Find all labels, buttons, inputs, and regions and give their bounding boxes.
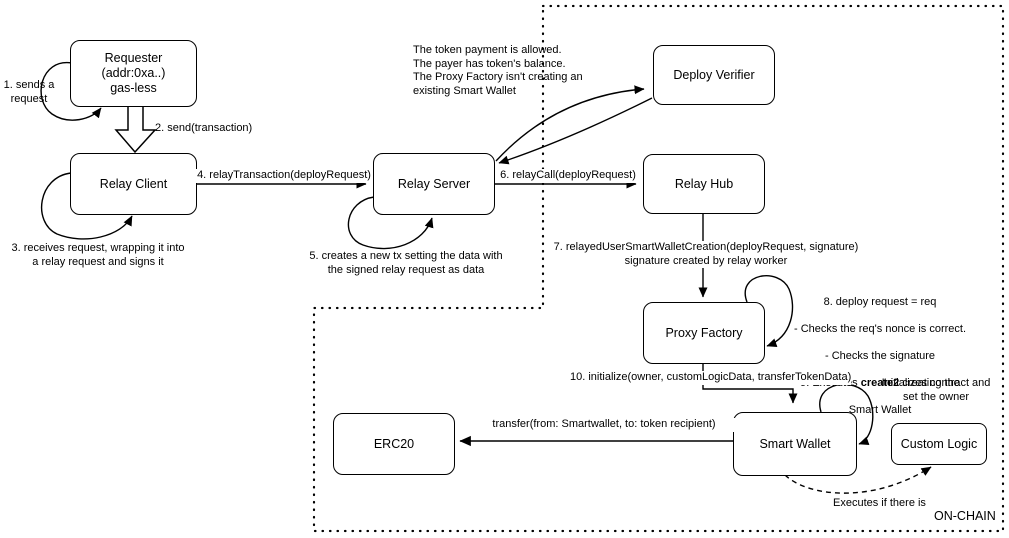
step8-9-note: 8. deploy request = req - Checks the req…: [780, 282, 980, 431]
create2-bold: create2: [860, 376, 900, 389]
relay-client-self-loop-arrow: [41, 172, 133, 240]
step7-label: 7. relayedUserSmartWalletCreation(deploy…: [548, 241, 864, 268]
step8-line1: 8. deploy request = req: [823, 295, 937, 308]
relay-server-node: Relay Server: [373, 153, 495, 215]
relay-hub-node: Relay Hub: [643, 154, 765, 214]
requester-node: Requester (addr:0xa..) gas-less: [70, 40, 197, 107]
deploy-verifier-node: Deploy Verifier: [653, 45, 775, 105]
step5-label: 5. creates a new tx setting the data wit…: [309, 250, 503, 276]
relay-client-label: Relay Client: [99, 176, 168, 191]
init-note-label: Initializes contract and set the owner: [881, 377, 991, 403]
onchain-dotted-border: [312, 4, 1005, 533]
step2-label: 2. send(transaction): [155, 122, 253, 134]
deploy-verifier-label: Deploy Verifier: [673, 67, 755, 82]
step1-label: 1. sends a request: [3, 79, 55, 105]
step10-label: 10. initialize(owner, customLogicData, t…: [570, 371, 852, 385]
custom-logic-node: Custom Logic: [891, 423, 987, 465]
step6-label: 6. relayCall(deployRequest): [497, 169, 639, 183]
smart-wallet-self-loop-arrow: [819, 383, 874, 446]
smart-wallet-label: Smart Wallet: [759, 436, 831, 451]
proxy-factory-self-loop-arrow: [744, 275, 794, 347]
step9-line2: Smart Wallet: [848, 403, 912, 416]
relay-server-self-loop-arrow: [347, 196, 434, 250]
step4-label: 4. relayTransaction(deployRequest): [196, 169, 372, 183]
smart-wallet-node: Smart Wallet: [733, 412, 857, 476]
step8-line2: - Checks the req's nonce is correct.: [793, 322, 967, 335]
step8-line3: - Checks the signature: [824, 349, 936, 362]
proxy-factory-node: Proxy Factory: [643, 302, 765, 364]
requester-self-loop-arrow: [40, 62, 102, 121]
executes-note-label: Executes if there is: [833, 497, 926, 509]
verifier-to-server-arrow: [498, 97, 653, 165]
relay-hub-label: Relay Hub: [674, 176, 734, 191]
relay-server-label: Relay Server: [397, 176, 471, 191]
relay-client-node: Relay Client: [70, 153, 197, 215]
requester-label: Requester (addr:0xa..) gas-less: [101, 51, 166, 95]
erc20-label: ERC20: [373, 436, 415, 451]
onchain-region-label: ON-CHAIN: [934, 509, 996, 523]
erc20-node: ERC20: [333, 413, 455, 475]
step3-label: 3. receives request, wrapping it into a …: [11, 242, 185, 268]
proxy-factory-label: Proxy Factory: [665, 325, 743, 340]
send-transaction-block-arrow: [114, 105, 157, 154]
executes-custom-logic-dashed-arrow: [784, 466, 932, 494]
transfer-label: transfer(from: Smartwallet, to: token re…: [468, 418, 740, 432]
verifier-note-label: The token payment is allowed. The payer …: [413, 44, 583, 97]
server-to-verifier-arrow: [495, 85, 645, 162]
custom-logic-label: Custom Logic: [900, 436, 978, 451]
